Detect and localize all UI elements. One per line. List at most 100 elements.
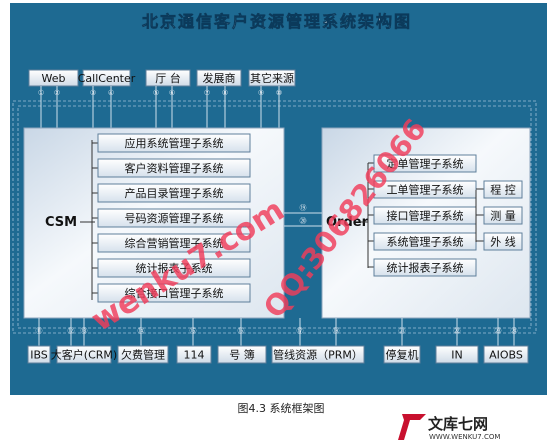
- connector-number: ⑫: [68, 327, 75, 335]
- bottom-system-box: 114: [176, 345, 212, 364]
- order-side-box-label: 程 控: [490, 183, 516, 197]
- connector-number: ⑱: [333, 327, 340, 335]
- csm-subsystem-box: 综合营销管理子系统: [97, 233, 251, 253]
- bottom-system-box-label: 管线资源（PRM）: [273, 348, 363, 362]
- csm-subsystem-box: 产品目录管理子系统: [97, 183, 251, 203]
- bottom-system-box-label: 欠费管理: [121, 348, 165, 362]
- csm-subsystem-box: 统计报表子系统: [97, 258, 251, 278]
- order-subsystem-box-label: 接口管理子系统: [387, 209, 464, 223]
- connector-number: ㉔: [511, 327, 518, 335]
- bottom-system-box-label: IBS: [30, 349, 48, 362]
- bottom-system-box: IBS: [27, 345, 51, 364]
- brand-url: WWW.WENKU7.COM: [429, 433, 500, 441]
- top-source-box-label: 其它来源: [250, 71, 294, 85]
- order-side-boxes: 程 控测 量外 线: [476, 180, 523, 251]
- connector-number: ㉑: [399, 327, 406, 335]
- connector-number: ⑭: [138, 327, 145, 335]
- bottom-system-box-label: 114: [184, 349, 205, 362]
- bottom-system-box: IN: [435, 345, 479, 364]
- order-side-box: 测 量: [483, 206, 523, 225]
- top-connectors: ① ② ③ ④ ⑤ ⑥ ⑦ ⑧ ⑨ ⑩: [38, 86, 282, 128]
- connector-number: ⑨: [258, 89, 264, 97]
- top-source-box-label: 厅 台: [155, 71, 181, 85]
- connector-number: ㉓: [495, 327, 502, 335]
- connector-number: ⑦: [204, 89, 210, 97]
- figure-caption: 图4.3 系统框架图: [238, 402, 325, 415]
- csm-subsystem-box-label: 号码资源管理子系统: [125, 211, 224, 225]
- top-source-box: 厅 台: [145, 69, 191, 87]
- bottom-system-box-label: IN: [451, 349, 462, 362]
- csm-subsystem-box: 号码资源管理子系统: [97, 208, 251, 228]
- order-subsystem-box-label: 统计报表子系统: [387, 261, 464, 275]
- bottom-system-box: 欠费管理: [117, 345, 169, 364]
- csm-subsystem-box-label: 产品目录管理子系统: [125, 186, 224, 200]
- order-side-box: 程 控: [483, 180, 523, 199]
- connector-number: ③: [90, 89, 96, 97]
- top-source-box: 其它来源: [248, 69, 296, 87]
- csm-subsystem-box: 应用系统管理子系统: [97, 133, 251, 153]
- bottom-system-box-label: 停复机: [386, 348, 419, 362]
- order-subsystem-box: 系统管理子系统: [373, 232, 477, 251]
- brand-logo: 文库七网 WWW.WENKU7.COM: [398, 414, 500, 441]
- csm-subsystem-box: 客户资料管理子系统: [97, 158, 251, 178]
- dashed-frame: [12, 100, 537, 334]
- bottom-system-box: 管线资源（PRM）: [271, 345, 365, 364]
- order-subsystem-box: 工单管理子系统: [373, 180, 477, 199]
- bottom-system-box-label: AIOBS: [489, 349, 523, 362]
- connector-number: ⑯: [238, 327, 245, 335]
- csm-subsystem-box-label: 应用系统管理子系统: [125, 136, 224, 150]
- order-label: Order: [326, 215, 369, 230]
- connector-number: ⑬: [81, 327, 88, 335]
- brand-mark-icon: [398, 414, 426, 440]
- bottom-system-box: 大客户(CRM): [51, 345, 117, 364]
- order-subsystem-box: 接口管理子系统: [373, 206, 477, 225]
- middle-connectors: [284, 212, 322, 227]
- connector-number: ①: [38, 89, 44, 97]
- bottom-system-box: 号 簿: [217, 345, 267, 364]
- connector-number: ⑲: [300, 204, 307, 212]
- csm-subsystem-box: 综合接口管理子系统: [97, 283, 251, 303]
- connector-number: ⑳: [300, 217, 307, 225]
- connector-number: ⑧: [222, 89, 228, 97]
- csm-subsystem-box-label: 综合营销管理子系统: [125, 236, 224, 250]
- connector-number: ④: [108, 89, 114, 97]
- top-sources: Web CallCenter 厅 台 发展商其它来源: [28, 69, 296, 87]
- csm-subsystems: 应用系统管理子系统客户资料管理子系统产品目录管理子系统号码资源管理子系统综合营销…: [92, 133, 251, 303]
- bottom-system-box: 停复机: [383, 345, 421, 364]
- connector-number: ②: [54, 89, 60, 97]
- order-side-box: 外 线: [483, 232, 523, 251]
- top-source-box: Web: [28, 69, 79, 87]
- top-source-box: 发展商: [196, 69, 242, 87]
- order-subsystem-box-label: 定单管理子系统: [387, 157, 464, 171]
- top-source-box: CallCenter: [78, 69, 136, 87]
- order-subsystem-box: 定单管理子系统: [373, 154, 477, 173]
- connector-number: ⑪: [36, 327, 43, 335]
- order-side-box-label: 测 量: [490, 210, 516, 223]
- top-source-box-label: Web: [42, 72, 66, 85]
- bottom-system-box-label: 号 簿: [229, 348, 255, 362]
- connector-number: ⑤: [153, 89, 159, 97]
- order-subsystem-box-label: 工单管理子系统: [387, 183, 464, 197]
- csm-subsystem-box-label: 客户资料管理子系统: [125, 161, 224, 175]
- top-source-box-label: CallCenter: [78, 72, 136, 85]
- diagram-title: 北京通信客户资源管理系统架构图: [142, 12, 412, 31]
- csm-label: CSM: [45, 215, 77, 230]
- connector-number: ⑥: [169, 89, 175, 97]
- order-subsystem-box-label: 系统管理子系统: [387, 235, 464, 249]
- order-subsystem-box: 统计报表子系统: [373, 258, 477, 277]
- bottom-system-box: AIOBS: [483, 345, 529, 364]
- csm-subsystem-box-label: 综合接口管理子系统: [125, 286, 224, 300]
- csm-subsystem-box-label: 统计报表子系统: [136, 261, 213, 275]
- brand-name: 文库七网: [428, 415, 488, 433]
- connector-number: ⑩: [276, 89, 282, 97]
- top-source-box-label: 发展商: [203, 71, 236, 85]
- bottom-system-box-label: 大客户(CRM): [51, 348, 117, 362]
- connector-number: ⑮: [190, 327, 197, 335]
- connector-number: ⑰: [297, 327, 304, 335]
- order-side-box-label: 外 线: [490, 235, 516, 249]
